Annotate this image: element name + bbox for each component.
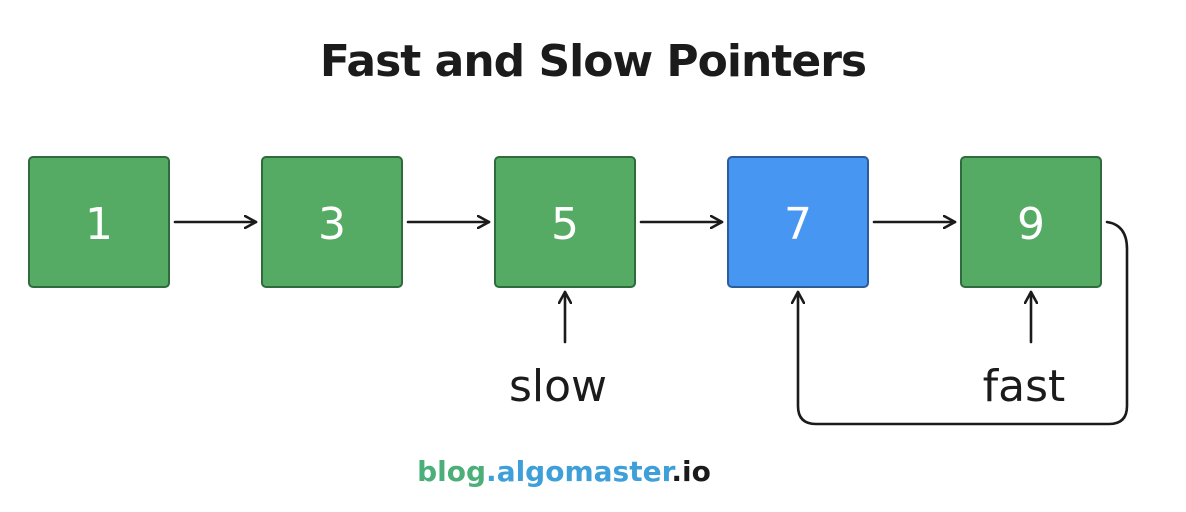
page-title: Fast and Slow Pointers: [320, 36, 866, 87]
node-box-highlighted: [727, 156, 869, 288]
slow-pointer-label: slow: [509, 361, 607, 412]
watermark-dot-2: .: [671, 455, 682, 488]
cycle-back-edge: [798, 220, 1129, 426]
list-node: 5: [494, 156, 636, 288]
node-value: 3: [318, 199, 346, 250]
node-box: [494, 156, 636, 288]
list-node: 9: [960, 156, 1102, 288]
list-node: 7: [727, 156, 869, 288]
list-node: 1: [28, 156, 170, 288]
watermark-algomaster: algomaster: [497, 455, 676, 488]
node-value: 9: [1017, 199, 1045, 250]
node-box: [960, 156, 1102, 288]
node-box: [261, 156, 403, 288]
node-value: 5: [551, 199, 579, 250]
fast-pointer: fast: [983, 290, 1066, 412]
node-value: 1: [85, 199, 113, 250]
watermark-dot-1: .: [486, 455, 497, 488]
slow-pointer: slow: [509, 290, 607, 412]
list-nodes: 1 3 5 7 9: [28, 156, 1102, 288]
watermark-io: io: [682, 455, 711, 488]
watermark-brand: blog.algomaster.io: [417, 455, 711, 488]
node-box: [28, 156, 170, 288]
list-node: 3: [261, 156, 403, 288]
node-value: 7: [784, 199, 812, 250]
watermark-blog: blog: [417, 455, 486, 488]
fast-pointer-label: fast: [983, 361, 1066, 412]
pointer-markers: slow fast: [509, 290, 1066, 412]
